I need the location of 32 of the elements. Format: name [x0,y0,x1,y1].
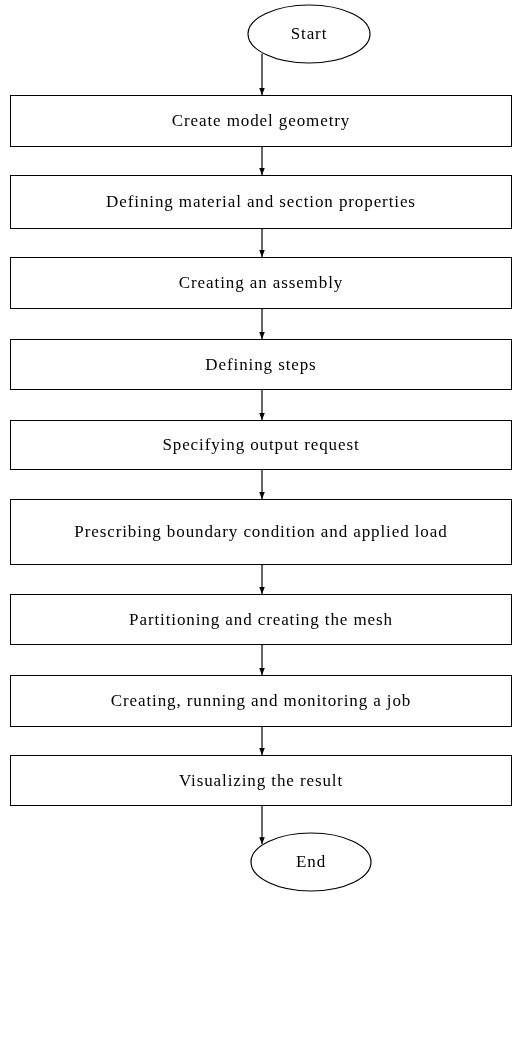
step-label: Partitioning and creating the mesh [128,608,394,631]
process-box [10,420,512,470]
arrow [259,726,265,756]
arrow [259,805,265,845]
process-box [10,675,512,727]
terminal-ellipse [250,832,372,892]
step-label: Prescribing boundary condition and applied load [73,521,449,543]
step-label: Specifying output request [161,434,361,456]
process-box [10,755,512,806]
process-box [10,95,512,147]
arrow [259,644,265,676]
arrow [259,564,265,595]
step-label: Creating an assembly [177,272,345,294]
arrow [259,308,265,340]
arrow [259,52,265,96]
process-box [10,594,512,645]
arrow [259,146,265,176]
process-box [10,499,512,565]
terminal-ellipse [247,4,371,64]
arrow [259,469,265,500]
step-label: Visualizing the result [177,769,345,792]
arrow [259,389,265,421]
step-label: Start [289,23,329,45]
step-label: End [294,851,328,873]
arrow [259,228,265,258]
step-label: Defining steps [204,353,318,376]
step-label: Defining material and section properties [105,191,417,213]
process-box [10,339,512,390]
step-label: Create model geometry [170,110,352,132]
process-box [10,175,512,229]
process-box [10,257,512,309]
step-label: Creating, running and monitoring a job [109,690,413,712]
